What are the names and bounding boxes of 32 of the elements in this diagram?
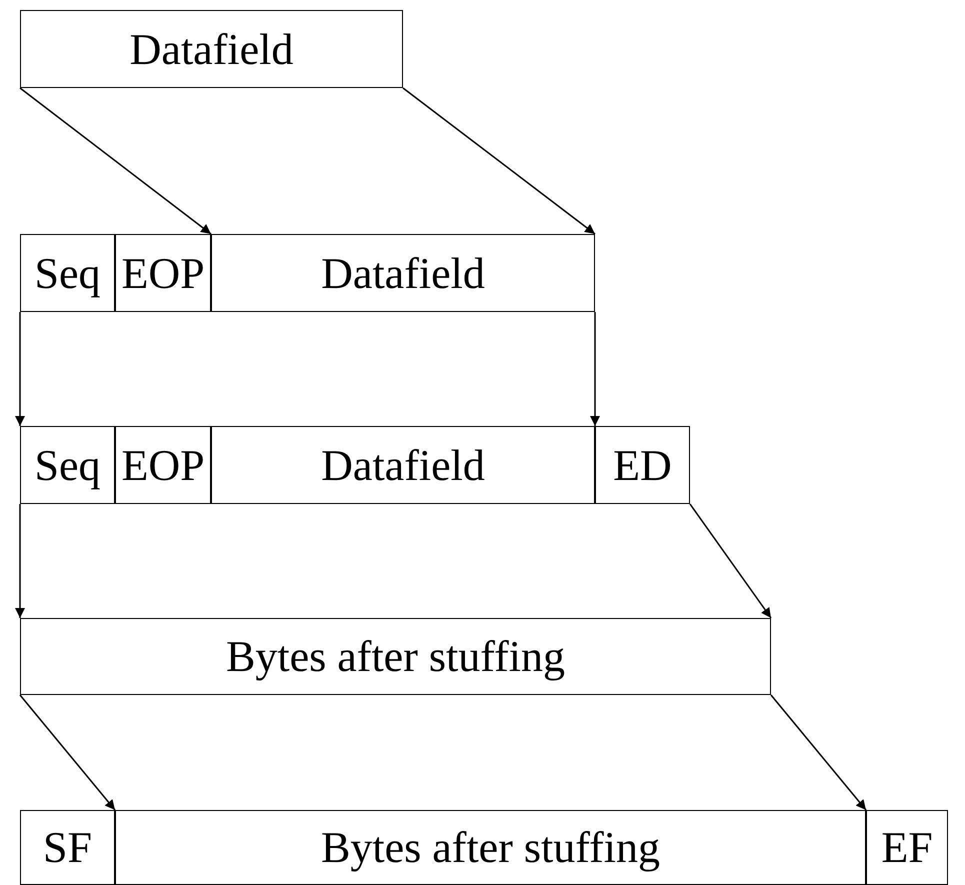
arrow xyxy=(15,312,25,426)
field-label: EF xyxy=(881,822,933,873)
field-label: Datafield xyxy=(130,24,294,74)
field-box xyxy=(20,426,115,504)
field-label: Datafield xyxy=(321,248,485,298)
field-box xyxy=(115,234,211,312)
field-box xyxy=(20,10,403,88)
arrow xyxy=(19,694,116,810)
field-box xyxy=(20,618,771,695)
arrow xyxy=(402,87,596,235)
field-box xyxy=(20,810,115,885)
arrow xyxy=(770,694,867,810)
arrow xyxy=(689,504,772,618)
field-label: Bytes after stuffing xyxy=(321,822,660,873)
field-box xyxy=(115,426,211,504)
field-label: Seq xyxy=(34,440,100,490)
field-label: Datafield xyxy=(321,440,485,490)
field-label: Bytes after stuffing xyxy=(226,631,565,682)
field-box xyxy=(211,234,595,312)
arrow xyxy=(20,87,212,235)
field-box xyxy=(115,810,866,885)
field-label: EOP xyxy=(121,248,205,298)
arrow xyxy=(590,312,600,426)
field-box xyxy=(866,810,948,885)
field-box xyxy=(211,426,595,504)
field-label: ED xyxy=(613,440,672,490)
field-box xyxy=(595,426,690,504)
field-box xyxy=(20,234,115,312)
field-label: Seq xyxy=(34,248,100,298)
arrow xyxy=(15,504,25,618)
field-label: SF xyxy=(43,822,92,873)
field-label: EOP xyxy=(121,440,205,490)
